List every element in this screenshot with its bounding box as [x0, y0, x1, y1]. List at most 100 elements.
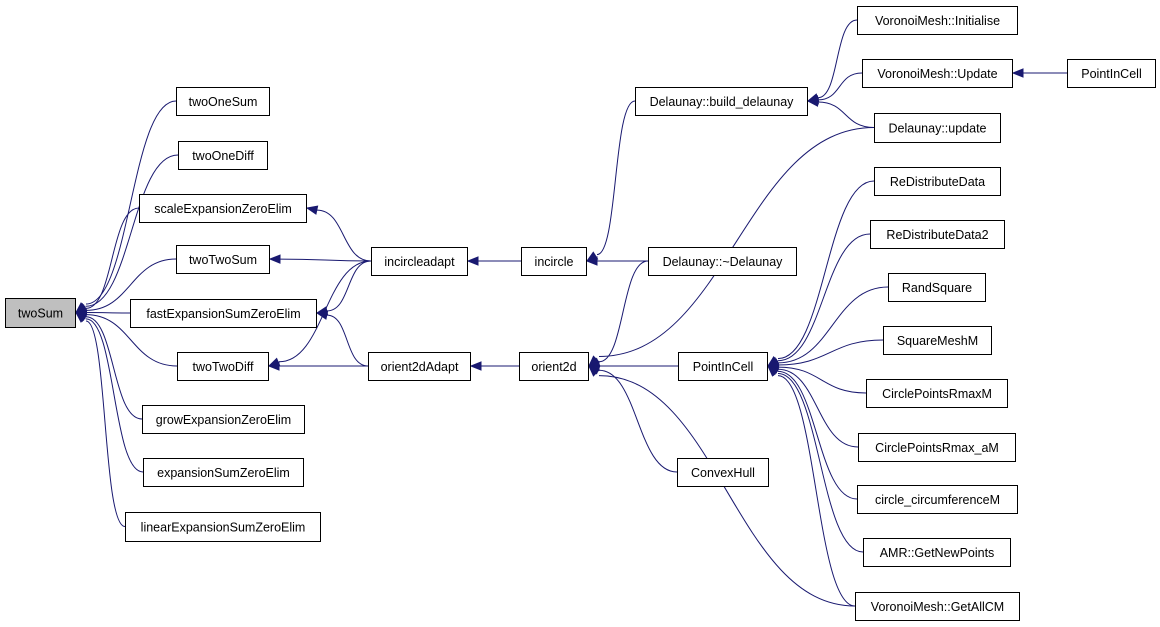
- node-linearExpansionSumZeroElim[interactable]: linearExpansionSumZeroElim: [125, 512, 321, 542]
- node-box: [855, 592, 1020, 621]
- node-incircle[interactable]: incircle: [521, 247, 587, 276]
- node-d_update[interactable]: Delaunay::update: [874, 113, 1001, 143]
- node-label: PointInCell: [693, 360, 753, 374]
- node-twoOneSum[interactable]: twoOneSum: [176, 87, 270, 116]
- node-label: CirclePointsRmaxM: [882, 387, 992, 401]
- node-label: growExpansionZeroElim: [156, 413, 291, 427]
- node-box: [176, 87, 270, 116]
- node-twoTwoSum[interactable]: twoTwoSum: [176, 245, 270, 274]
- node-orient2dAdapt[interactable]: orient2dAdapt: [368, 352, 471, 381]
- node-label: twoOneDiff: [192, 149, 254, 163]
- node-incircleadapt[interactable]: incircleadapt: [371, 247, 468, 276]
- node-box: [866, 379, 1008, 408]
- edge-vm_init-to-build_delaunay: [817, 19, 858, 99]
- arrowhead-dtor-to-incircle: [585, 256, 598, 266]
- edge-getallcm-to-pic1: [777, 375, 856, 607]
- node-label: twoSum: [18, 307, 63, 321]
- node-dtor[interactable]: Delaunay::~Delaunay: [648, 247, 797, 276]
- node-label: twoOneSum: [189, 95, 258, 109]
- node-label: scaleExpansionZeroElim: [154, 202, 292, 216]
- node-box: [5, 298, 76, 328]
- edge-incircleadapt-to-twoTwoSum: [279, 258, 372, 262]
- arrowhead-linearExpansionSumZeroElim-to-twoSum: [74, 311, 88, 323]
- node-box: [130, 299, 317, 328]
- node-box: [648, 247, 797, 276]
- arrowhead-d_update-to-build_delaunay: [806, 97, 819, 107]
- edge-randsq-to-pic1: [777, 286, 889, 364]
- node-fastExpansionSumZeroElim[interactable]: fastExpansionSumZeroElim: [130, 299, 317, 328]
- edge-build_delaunay-to-incircle: [596, 100, 636, 256]
- node-label: SquareMeshM: [897, 334, 978, 348]
- node-label: CirclePointsRmax_aM: [875, 441, 999, 455]
- arrowhead-getallcm-to-orient2d: [588, 365, 600, 377]
- node-twoSum[interactable]: twoSum: [5, 298, 76, 328]
- node-label: RandSquare: [902, 281, 972, 295]
- edge-growExpansionZeroElim-to-twoSum: [85, 316, 143, 420]
- node-redist2[interactable]: ReDistributeData2: [870, 220, 1005, 249]
- edge-twoTwoSum-to-twoSum: [85, 258, 177, 311]
- node-label: incircleadapt: [384, 255, 455, 269]
- edge-vm_update-to-build_delaunay: [817, 72, 863, 101]
- node-ccirc[interactable]: circle_circumferenceM: [857, 485, 1018, 514]
- node-pic2[interactable]: PointInCell: [1067, 59, 1156, 88]
- node-box: [142, 405, 305, 434]
- node-label: circle_circumferenceM: [875, 493, 1000, 507]
- node-convexhull[interactable]: ConvexHull: [677, 458, 769, 487]
- node-box: [857, 485, 1018, 514]
- node-pic1[interactable]: PointInCell: [678, 352, 768, 381]
- node-box: [368, 352, 471, 381]
- node-label: incircle: [535, 255, 574, 269]
- node-build_delaunay[interactable]: Delaunay::build_delaunay: [635, 87, 808, 116]
- edge-incircleadapt-to-fastExpansionSumZeroElim: [326, 260, 372, 312]
- node-label: linearExpansionSumZeroElim: [141, 521, 306, 535]
- node-sqmesh[interactable]: SquareMeshM: [883, 326, 992, 355]
- node-orient2d[interactable]: orient2d: [519, 352, 589, 381]
- node-growExpansionZeroElim[interactable]: growExpansionZeroElim: [142, 405, 305, 434]
- node-cprm[interactable]: CirclePointsRmaxM: [866, 379, 1008, 408]
- node-box: [521, 247, 587, 276]
- node-vm_init[interactable]: VoronoiMesh::Initialise: [857, 6, 1018, 35]
- node-box: [519, 352, 589, 381]
- edge-cprm-to-pic1: [777, 366, 867, 394]
- node-box: [862, 59, 1013, 88]
- arrowhead-orient2dAdapt-to-fastExpansionSumZeroElim: [315, 310, 329, 320]
- node-label: expansionSumZeroElim: [157, 466, 290, 480]
- node-box: [874, 113, 1001, 143]
- node-label: ReDistributeData2: [886, 228, 988, 242]
- node-label: orient2dAdapt: [381, 360, 459, 374]
- node-label: twoTwoSum: [189, 253, 257, 267]
- arrowhead-incircle-to-incircleadapt: [466, 256, 479, 266]
- node-box: [143, 458, 304, 487]
- node-vm_update[interactable]: VoronoiMesh::Update: [862, 59, 1013, 88]
- node-randsq[interactable]: RandSquare: [888, 273, 986, 302]
- edge-d_update-to-orient2d: [598, 127, 875, 357]
- node-expansionSumZeroElim[interactable]: expansionSumZeroElim: [143, 458, 304, 487]
- edge-sqmesh-to-pic1: [777, 339, 884, 366]
- node-amr[interactable]: AMR::GetNewPoints: [863, 538, 1011, 567]
- edge-redist-to-pic1: [777, 180, 875, 360]
- node-box: [635, 87, 808, 116]
- node-box: [677, 458, 769, 487]
- edges: [74, 19, 1067, 607]
- node-label: twoTwoDiff: [193, 360, 254, 374]
- node-box: [178, 141, 268, 170]
- edge-scaleExpansionZeroElim-to-twoSum: [85, 207, 140, 309]
- edge-d_update-to-build_delaunay: [817, 101, 875, 128]
- node-cpram[interactable]: CirclePointsRmax_aM: [858, 433, 1016, 462]
- node-box: [125, 512, 321, 542]
- edge-expansionSumZeroElim-to-twoSum: [85, 318, 144, 473]
- edge-twoTwoDiff-to-twoSum: [85, 314, 178, 367]
- edge-incircleadapt-to-scaleExpansionZeroElim: [316, 209, 372, 262]
- node-box: [371, 247, 468, 276]
- node-twoTwoDiff[interactable]: twoTwoDiff: [177, 352, 269, 381]
- node-twoOneDiff[interactable]: twoOneDiff: [178, 141, 268, 170]
- node-box: [888, 273, 986, 302]
- node-getallcm[interactable]: VoronoiMesh::GetAllCM: [855, 592, 1020, 621]
- node-redist[interactable]: ReDistributeData: [874, 167, 1001, 196]
- node-label: PointInCell: [1081, 67, 1141, 81]
- node-box: [678, 352, 768, 381]
- node-label: VoronoiMesh::Update: [877, 67, 997, 81]
- node-box: [177, 352, 269, 381]
- node-scaleExpansionZeroElim[interactable]: scaleExpansionZeroElim: [139, 194, 307, 223]
- node-label: ReDistributeData: [890, 175, 985, 189]
